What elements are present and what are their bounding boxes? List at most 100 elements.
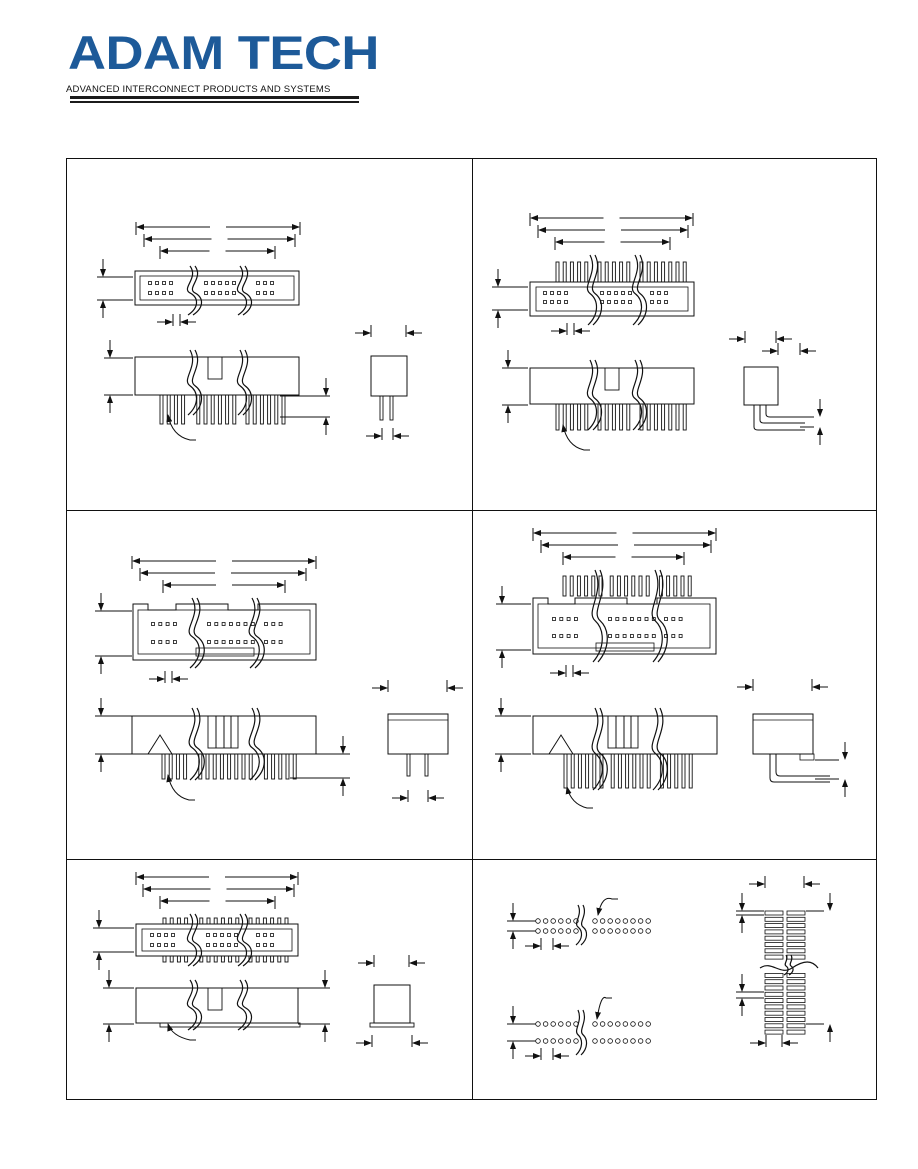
smt-pad <box>764 954 784 960</box>
contact-position <box>678 617 683 621</box>
box-inner-outline <box>137 609 311 655</box>
pcb-hole <box>535 1038 541 1044</box>
pin <box>284 917 289 925</box>
pitch-dimension <box>392 790 444 802</box>
contact-position <box>243 622 248 626</box>
pcb-hole <box>558 918 564 924</box>
contact-position <box>169 291 173 295</box>
polarization-key <box>195 647 255 657</box>
smt-pad <box>764 1004 784 1010</box>
pin <box>274 394 279 425</box>
pin <box>262 955 267 963</box>
contact-position <box>227 943 231 947</box>
pin <box>680 575 685 597</box>
smt-pad <box>786 1010 806 1016</box>
pin <box>667 753 672 789</box>
pin <box>604 261 609 283</box>
pcb-hole <box>592 928 598 934</box>
pin <box>584 403 589 431</box>
break-line <box>596 707 608 791</box>
pin <box>161 753 166 780</box>
pin <box>199 917 204 925</box>
leader-line <box>561 424 590 451</box>
smt-pad <box>786 1029 806 1035</box>
break-line <box>575 1009 583 1056</box>
pcb-hole <box>637 928 644 934</box>
pin <box>176 917 181 925</box>
pitch-dimension <box>372 680 463 692</box>
contact-position <box>214 640 219 644</box>
break-line <box>236 913 248 967</box>
break-line <box>236 265 248 316</box>
break-line <box>636 359 648 431</box>
contact-position <box>250 640 255 644</box>
leader-line <box>166 774 195 801</box>
pin <box>682 403 687 431</box>
smt-foot <box>369 1022 415 1028</box>
height-dimension <box>95 593 132 674</box>
contact-position <box>664 300 668 304</box>
pin <box>687 575 692 597</box>
polarization-slot <box>604 367 620 391</box>
dimension-line <box>537 225 689 238</box>
smt-pad <box>764 1023 784 1029</box>
break-line <box>586 359 598 431</box>
box-header-end-view <box>752 713 814 755</box>
height-dimension <box>104 340 133 413</box>
callout-leader <box>565 786 593 809</box>
pitch-dimension <box>551 323 590 335</box>
contact-position <box>213 933 217 937</box>
contact-position <box>264 640 268 644</box>
break-line <box>591 569 603 663</box>
contact-position <box>628 291 632 295</box>
contact-position <box>607 300 611 304</box>
pin <box>235 955 240 963</box>
contact-position <box>158 640 163 644</box>
callout-leader <box>166 414 196 441</box>
pin <box>646 753 651 789</box>
pin <box>159 394 164 425</box>
contact-position <box>650 300 654 304</box>
smt-pad <box>786 991 806 997</box>
contact-position <box>671 634 676 638</box>
pin <box>196 394 201 425</box>
contact-position <box>220 933 224 937</box>
pitch-dimension <box>729 331 792 343</box>
pin <box>183 753 188 780</box>
dimension-line <box>139 568 307 581</box>
height-dimension <box>496 586 531 668</box>
pin <box>184 955 189 963</box>
pin <box>645 575 650 597</box>
pitch-dimension <box>356 1035 428 1047</box>
height-dimension <box>103 970 134 1042</box>
polarization-window <box>607 715 639 749</box>
pin <box>569 403 574 431</box>
pin <box>277 955 282 963</box>
dimension-line <box>162 580 286 593</box>
smt-pad <box>786 948 806 954</box>
break-line <box>656 707 668 791</box>
height-dimension <box>93 910 134 970</box>
smt-pad <box>786 942 806 947</box>
contact-position <box>162 281 166 285</box>
polarization-key <box>595 642 655 652</box>
contact-position <box>155 281 159 285</box>
box-header-end-view <box>387 713 449 755</box>
dimension-line <box>159 246 276 259</box>
panel-right-angle-header <box>492 213 823 451</box>
callout-leader <box>595 996 612 1020</box>
pcb-hole <box>607 928 613 934</box>
break-line <box>596 569 608 663</box>
break-line <box>191 265 203 316</box>
pin <box>259 394 264 425</box>
pcb-hole <box>607 1038 613 1044</box>
contact-position <box>621 300 625 304</box>
pin <box>688 753 693 789</box>
smt-lead-row <box>159 1022 301 1028</box>
pin <box>389 395 394 421</box>
pin <box>285 753 290 780</box>
pitch-dimension <box>525 1048 569 1060</box>
pcb-hole <box>607 918 613 924</box>
pcb-hole <box>622 928 629 934</box>
